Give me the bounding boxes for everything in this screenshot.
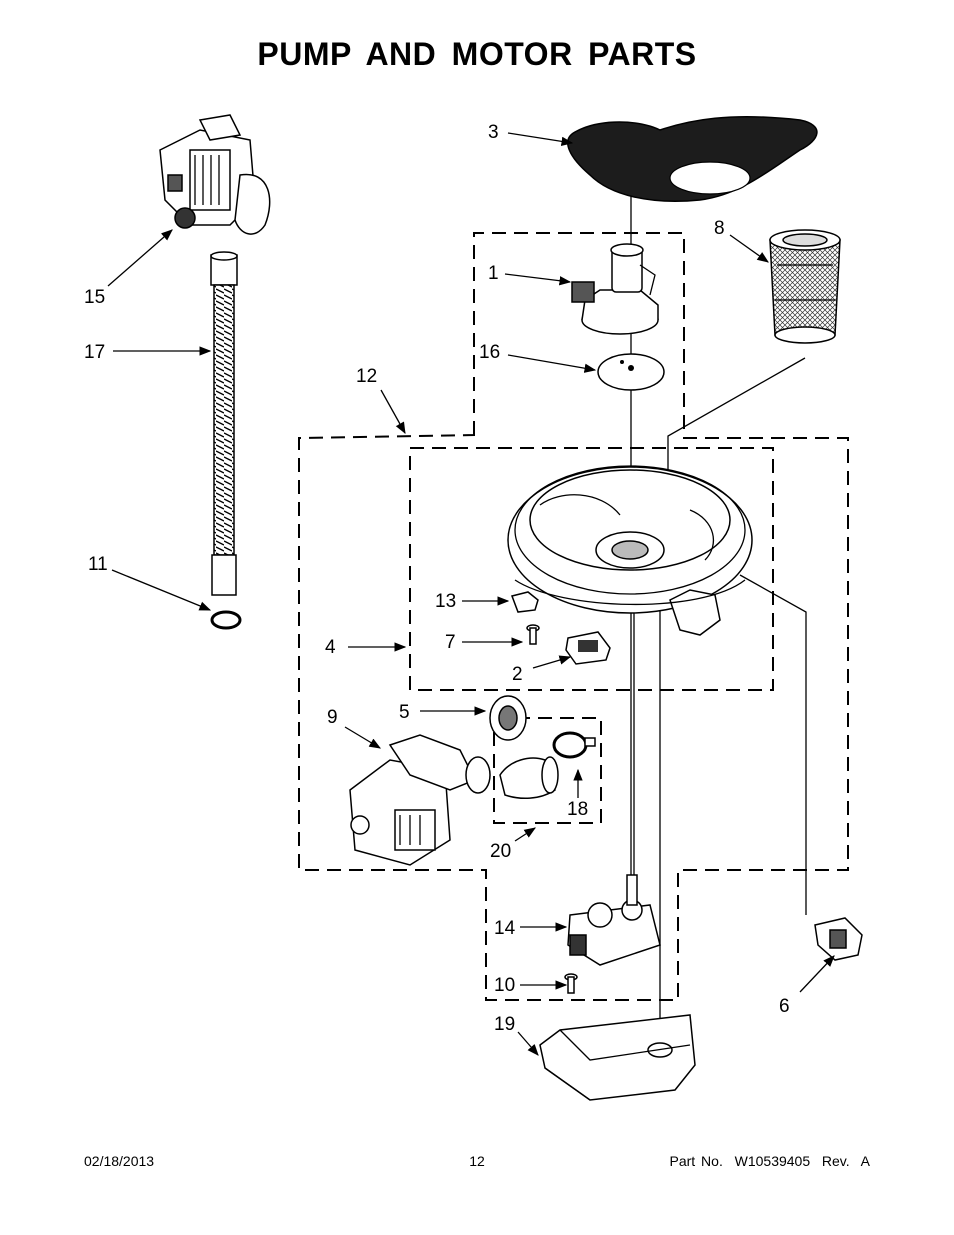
callout-2: 2 (512, 664, 523, 685)
part-4-sump (507, 465, 753, 636)
callout-10: 10 (494, 975, 515, 996)
part-2-bracket (565, 631, 611, 665)
part-13-clip (511, 591, 539, 613)
callout-7: 7 (445, 632, 456, 653)
part-20-elbow (499, 756, 559, 800)
callout-4: 4 (325, 637, 336, 658)
callout-20: 20 (490, 841, 511, 862)
part-1-diverter (571, 243, 659, 335)
part-11-clamp (210, 610, 242, 630)
part-8-filter (769, 229, 841, 344)
part-18-hose-clamp (552, 731, 596, 759)
callout-16: 16 (479, 342, 500, 363)
callout-11: 11 (88, 554, 108, 575)
callout-6: 6 (779, 996, 790, 1017)
callout-19: 19 (494, 1014, 515, 1035)
part-5-seal (489, 695, 527, 741)
part-19-base (539, 1014, 696, 1101)
part-16-disc (597, 353, 665, 391)
part-14-diverter-motor (567, 874, 661, 966)
footer-date: 02/18/2013 (84, 1153, 155, 1169)
callout-17: 17 (84, 342, 105, 363)
callout-18: 18 (567, 799, 588, 820)
footer-page-number: 12 (469, 1153, 485, 1169)
page-title: PUMP AND MOTOR PARTS (257, 36, 697, 72)
part-3-sound-shield (567, 116, 818, 203)
callout-9: 9 (327, 707, 338, 728)
callout-15: 15 (84, 287, 105, 308)
part-6-sensor (814, 917, 863, 961)
group-4-boundary (409, 447, 774, 691)
part-7-screw (526, 624, 540, 645)
part-17-drain-hose (210, 251, 238, 596)
alignment-line-sensor (739, 574, 807, 915)
callout-1: 1 (488, 263, 499, 284)
footer-part-number: Part No. W10539405 Rev. A (669, 1153, 870, 1169)
part-10-screw (564, 973, 578, 994)
callout-12: 12 (356, 366, 377, 387)
callout-8: 8 (714, 218, 725, 239)
group-12-boundary (298, 232, 849, 1001)
callout-13: 13 (435, 591, 456, 612)
leader-arrows (107, 132, 835, 1056)
part-15-pump-assembly (159, 114, 271, 235)
callout-3: 3 (488, 122, 499, 143)
callout-5: 5 (399, 702, 410, 723)
callout-14: 14 (494, 918, 516, 939)
part-9-motor (349, 734, 491, 866)
alignment-line-filter (667, 357, 806, 490)
group-20-boundary (493, 717, 602, 824)
